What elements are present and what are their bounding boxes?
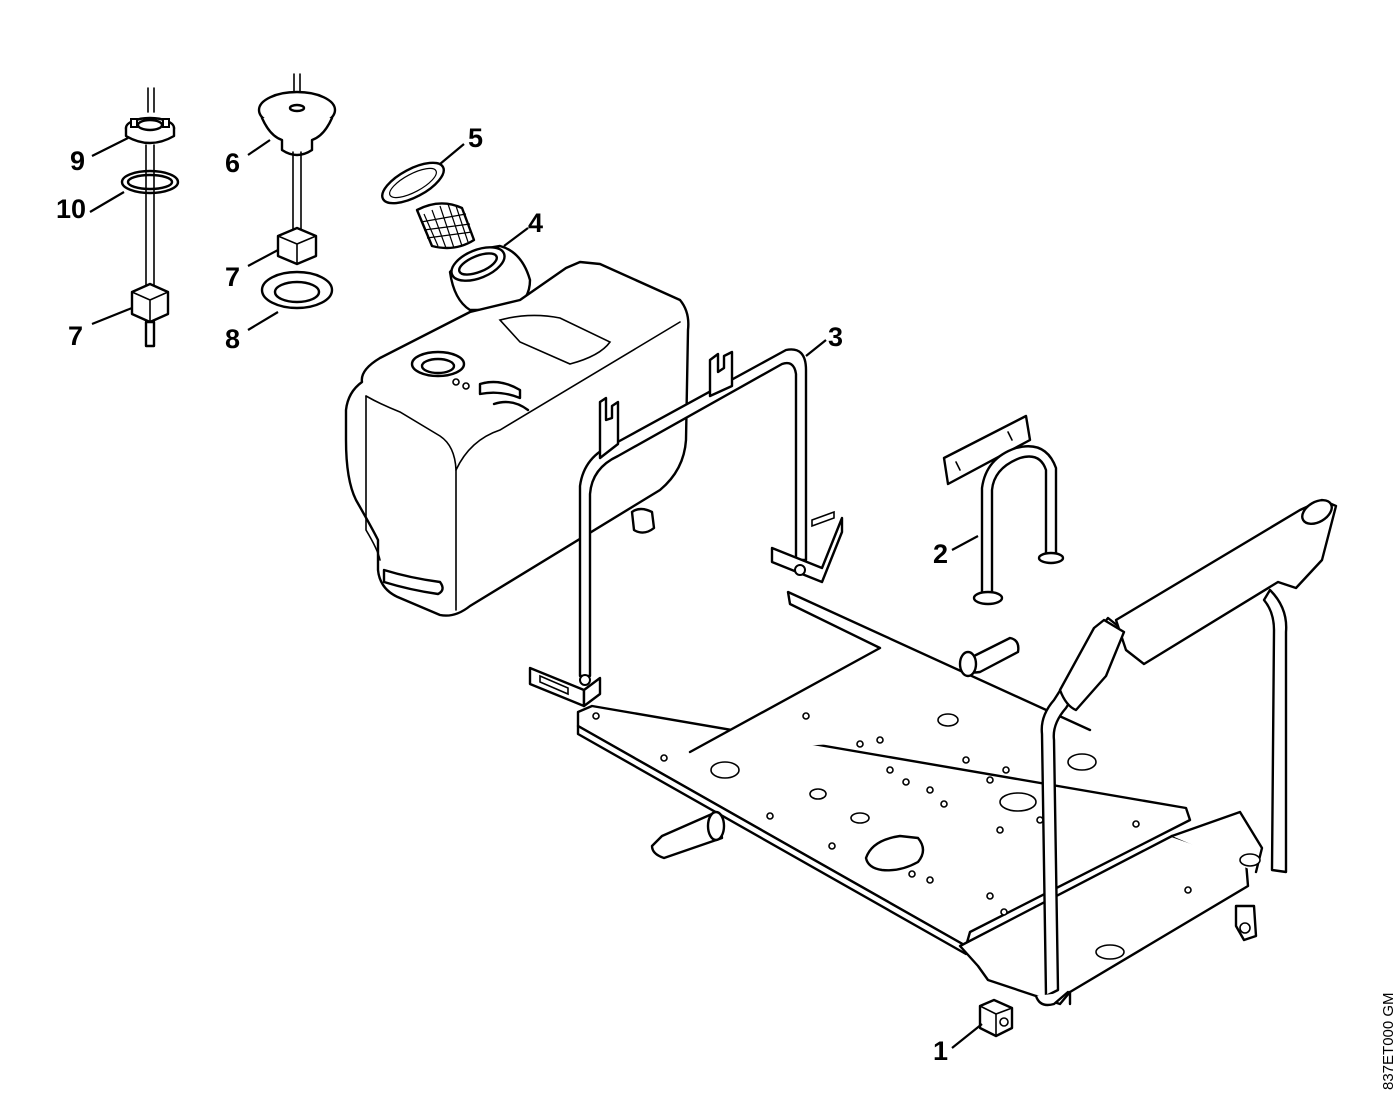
callout-9: 9 <box>70 146 85 176</box>
part-4-filler-neck <box>448 244 532 312</box>
callout-3: 3 <box>828 322 843 352</box>
part-10-o-ring <box>120 169 180 195</box>
part-7-float-left <box>130 144 170 348</box>
drawing-code: 837ET000 GM <box>1380 992 1397 1090</box>
callout-2: 2 <box>933 539 948 569</box>
part-7-float-middle <box>276 151 318 266</box>
fuel-tank <box>344 260 690 617</box>
part-2-u-bolt-strap <box>942 414 1065 606</box>
callout-7-left: 7 <box>68 321 83 351</box>
callout-5: 5 <box>468 123 483 153</box>
part-9-sender-cap <box>124 87 176 145</box>
callout-10: 10 <box>56 194 86 224</box>
callout-8: 8 <box>225 324 240 354</box>
part-3-tank-bracket <box>528 348 844 708</box>
callout-6: 6 <box>225 148 240 178</box>
push-handle <box>1034 498 1338 1007</box>
part-5-strainer <box>381 161 476 250</box>
part-8-seal-ring <box>260 270 334 310</box>
leader-lines <box>89 137 983 1049</box>
base-frame <box>576 590 1264 1006</box>
part-6-tank-cap <box>257 73 337 157</box>
callout-1: 1 <box>933 1036 948 1066</box>
part-1-clamp <box>978 998 1014 1038</box>
callout-7-middle: 7 <box>225 262 240 292</box>
callout-4: 4 <box>528 208 543 238</box>
